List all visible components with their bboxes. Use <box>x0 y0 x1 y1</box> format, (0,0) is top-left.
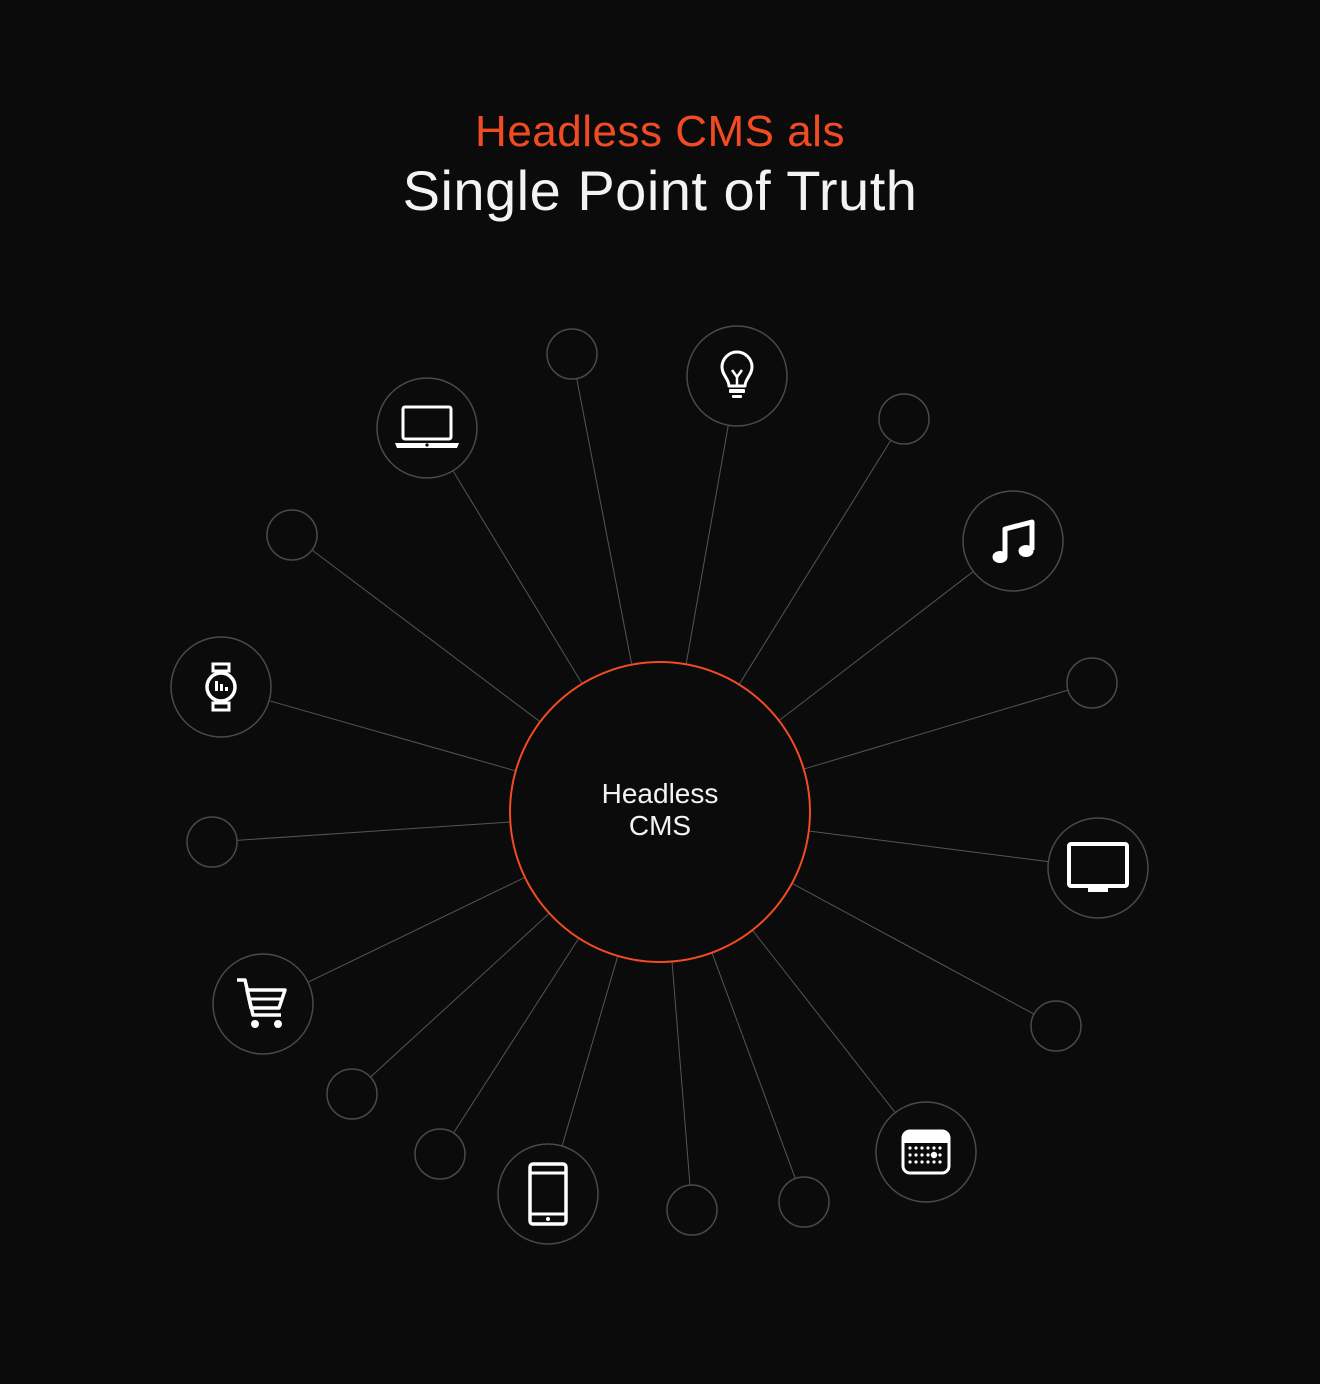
node-circle <box>497 1143 599 1245</box>
node-circle <box>878 393 930 445</box>
node-circle <box>666 1184 718 1236</box>
connector-line <box>791 882 1035 1015</box>
empty-node <box>326 1068 378 1120</box>
connector-line <box>576 378 633 665</box>
diagram-title: Single Point of Truth <box>402 159 918 222</box>
connector-line <box>803 689 1069 770</box>
node-circle <box>1066 657 1118 709</box>
connector-line <box>738 439 892 685</box>
empty-node <box>266 509 318 561</box>
connector-line <box>452 470 583 685</box>
node-tv <box>1047 817 1149 919</box>
node-circle <box>1047 817 1149 919</box>
node-circle <box>414 1128 466 1180</box>
connector-line <box>311 549 541 723</box>
node-shopping-cart <box>212 953 314 1055</box>
node-circle <box>962 490 1064 592</box>
header: Headless CMS als Single Point of Truth <box>0 104 1320 222</box>
connector-line <box>453 937 580 1134</box>
hub-label-line1: Headless <box>601 778 719 809</box>
connector-line <box>671 961 691 1186</box>
empty-node <box>1030 1000 1082 1052</box>
hub-circle <box>509 661 811 963</box>
laptop-icon <box>395 405 459 448</box>
hub-label-line2: CMS <box>628 810 692 841</box>
connector-line <box>268 700 516 772</box>
connector-line <box>307 876 526 983</box>
node-circle <box>875 1101 977 1203</box>
tv-icon <box>1067 842 1129 892</box>
connector-line <box>561 955 619 1147</box>
node-calendar <box>875 1101 977 1203</box>
node-circle <box>546 328 598 380</box>
empty-node <box>186 816 238 868</box>
empty-node <box>878 393 930 445</box>
empty-node <box>1066 657 1118 709</box>
music-note-icon <box>992 519 1035 563</box>
hub-label: Headless CMS <box>510 778 810 842</box>
smartwatch-icon <box>205 662 237 712</box>
node-lightbulb <box>686 325 788 427</box>
node-tablet <box>497 1143 599 1245</box>
node-circle <box>326 1068 378 1120</box>
empty-node <box>414 1128 466 1180</box>
tablet-icon <box>528 1162 568 1226</box>
node-laptop <box>376 377 478 479</box>
node-circle <box>186 816 238 868</box>
lightbulb-icon <box>720 350 754 398</box>
connector-line <box>778 571 974 722</box>
empty-node <box>778 1176 830 1228</box>
connector-line <box>711 952 796 1179</box>
node-circle <box>266 509 318 561</box>
empty-node <box>546 328 598 380</box>
node-circle <box>376 377 478 479</box>
node-circle <box>1030 1000 1082 1052</box>
shopping-cart-icon <box>237 978 287 1028</box>
node-music-note <box>962 490 1064 592</box>
empty-node <box>666 1184 718 1236</box>
connector-line <box>236 821 511 841</box>
connector-line <box>370 912 550 1078</box>
calendar-icon <box>901 1129 951 1175</box>
node-circle <box>212 953 314 1055</box>
diagram-subtitle: Headless CMS als <box>475 107 845 156</box>
node-circle <box>778 1176 830 1228</box>
connector-line <box>808 830 1049 863</box>
nodes <box>170 325 1149 1245</box>
node-smartwatch <box>170 636 272 738</box>
connector-line <box>752 929 896 1113</box>
connector-line <box>685 425 729 665</box>
spokes <box>236 378 1069 1186</box>
